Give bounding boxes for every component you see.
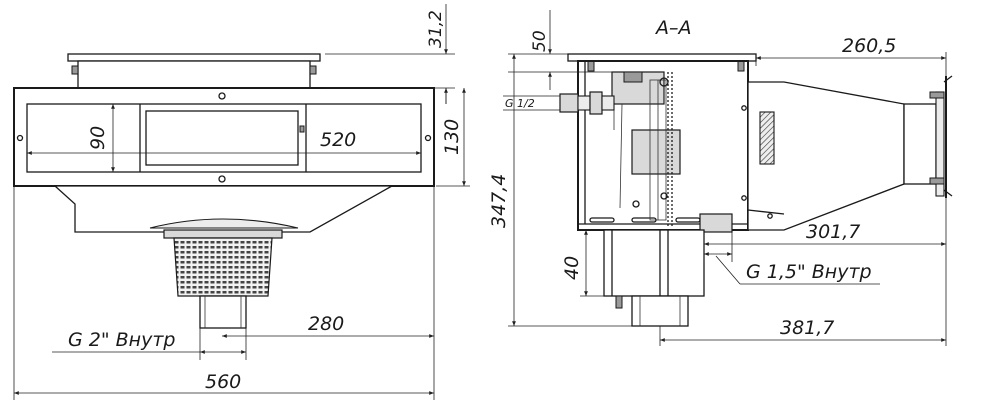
dim-opening-height: 90 xyxy=(87,126,109,150)
drain-tube xyxy=(631,295,689,327)
dim-outlet-offset: 280 xyxy=(308,313,344,335)
drain-thread-label: G 1,5" Внутр xyxy=(746,261,872,283)
drain-fitting xyxy=(699,213,733,233)
dim-section-top-height: 50 xyxy=(530,30,550,52)
front-frame-outer xyxy=(13,87,435,187)
outlet-pipe xyxy=(199,295,247,329)
section-view: А–А G 1/2 xyxy=(488,10,953,346)
dim-top-height: 31,2 xyxy=(426,10,446,48)
cover-screw-right xyxy=(309,65,317,75)
dim-outlet-height: 40 xyxy=(561,256,583,280)
dim-total-width: 560 xyxy=(205,371,241,393)
front-frame-inner xyxy=(26,103,422,173)
drain-grill xyxy=(173,237,273,297)
section-lid xyxy=(567,53,757,62)
section-title: А–А xyxy=(654,17,692,39)
side-flange xyxy=(903,103,937,185)
cover-body xyxy=(77,60,311,89)
frame-hole-bottom xyxy=(218,175,226,183)
inlet-fitting xyxy=(559,93,579,113)
dim-total-height: 347,4 xyxy=(488,174,510,228)
cover-screw-left xyxy=(71,65,79,75)
front-window xyxy=(145,110,299,166)
frame-hole-right xyxy=(424,134,432,142)
inlet-thread-label: G 1/2 xyxy=(505,97,535,110)
frame-hole-left xyxy=(16,134,24,142)
drain-grill-cap xyxy=(163,229,283,239)
dim-frame-height: 130 xyxy=(441,119,463,155)
dim-opening-width: 520 xyxy=(320,129,356,151)
dim-overall-length: 381,7 xyxy=(780,317,834,339)
side-filter xyxy=(759,111,775,165)
drain-pipe xyxy=(603,229,705,297)
cover-plate xyxy=(67,53,321,62)
front-view: 31,2 90 520 130 280 G 2" Внутр 560 xyxy=(13,4,470,400)
frame-hole-top xyxy=(218,92,226,100)
outlet-thread-label: G 2" Внутр xyxy=(68,329,175,351)
dim-body-length: 301,7 xyxy=(806,221,860,243)
dim-flange-length: 260,5 xyxy=(842,35,896,57)
float-chamber xyxy=(631,129,681,175)
